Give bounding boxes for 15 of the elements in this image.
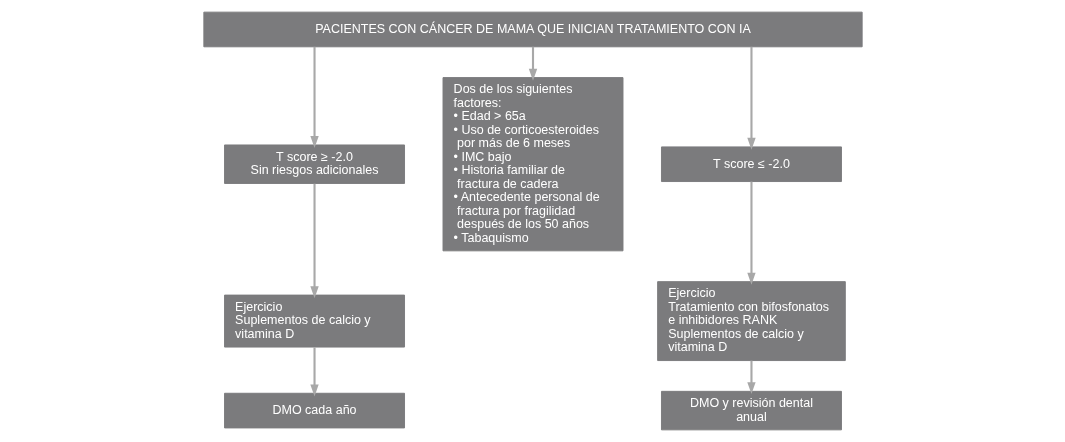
node-box: Ejercicio Suplementos de calcio y vitamina D xyxy=(223,294,405,348)
arrow xyxy=(309,46,319,148)
node-box: DMO y revisión dental anual xyxy=(660,390,842,431)
arrow xyxy=(309,347,319,397)
arrow xyxy=(746,181,756,285)
node-box: DMO cada año xyxy=(223,392,405,429)
arrow xyxy=(746,360,756,395)
node-box: T score ≤ -2.0 xyxy=(660,146,842,182)
node-box: T score ≥ -2.0 Sin riesgos adicionales xyxy=(223,144,405,184)
node-box: PACIENTES CON CÁNCER DE MAMA QUE INICIAN TRATAMIENTO CON IA xyxy=(202,11,863,48)
node-box: Ejercicio Tratamiento con bifosfonatos e inhibidores RANK Suplementos de calcio y vitamina D xyxy=(656,281,846,362)
arrow xyxy=(746,46,756,150)
arrow xyxy=(309,183,319,299)
arrow xyxy=(528,46,537,81)
node-box: Dos de los siguientes factores: • Edad > 65a • Uso de corticoesteroides por más de 6 meses • IMC bajo • Historia familiar de fractura de cadera • Antecedente personal de fractura por fragilidad después de los 50 años • Tabaquismo xyxy=(442,77,623,252)
